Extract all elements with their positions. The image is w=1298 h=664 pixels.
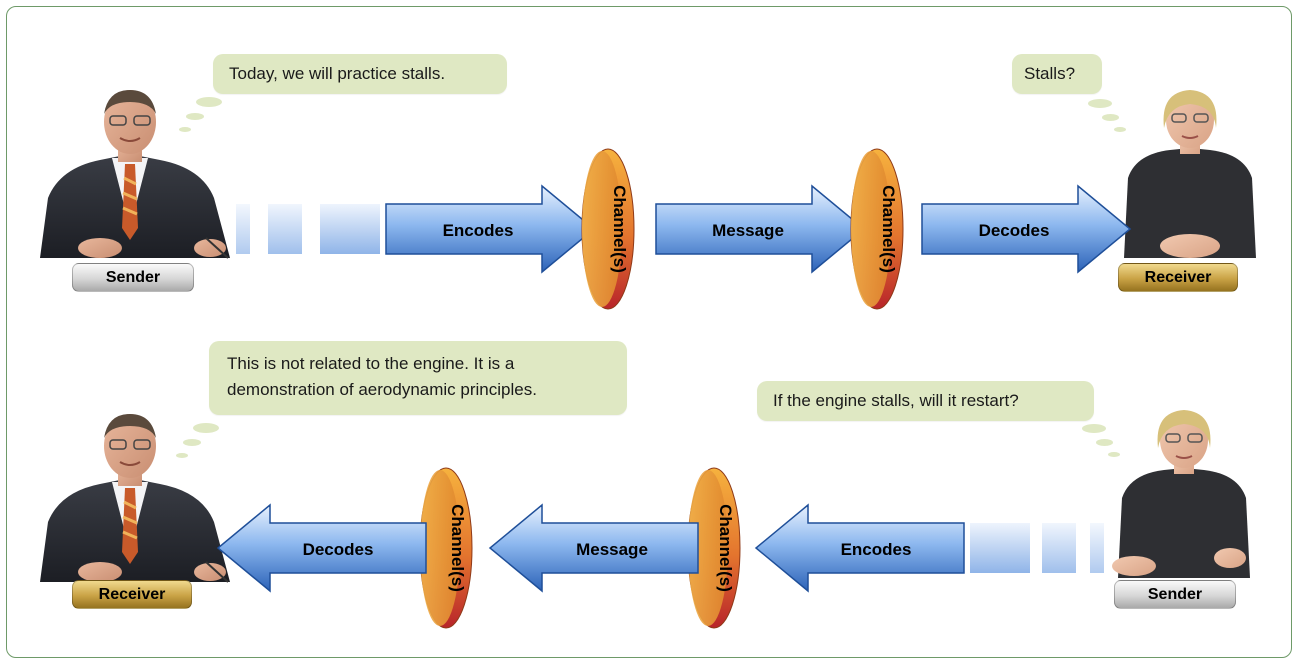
sender-speech-text-top: Today, we will practice stalls. bbox=[229, 64, 446, 83]
woman-illustration bbox=[1112, 410, 1250, 578]
man-illustration bbox=[40, 414, 230, 583]
message-arrow bbox=[488, 503, 699, 593]
thought-dot bbox=[196, 97, 222, 107]
sender-speech-text-bottom: If the engine stalls, will it restart? bbox=[773, 391, 1019, 410]
receiver-speech-bubble-bottom: This is not related to the engine. It is… bbox=[209, 341, 627, 415]
woman-illustration bbox=[1124, 90, 1256, 258]
receiver-label: Receiver bbox=[72, 580, 192, 609]
encodes-label: Encodes bbox=[443, 221, 514, 240]
thought-dot bbox=[1108, 452, 1120, 457]
thought-dot bbox=[193, 423, 219, 433]
signal-block bbox=[320, 204, 380, 254]
decodes-arrow bbox=[216, 503, 427, 593]
receiver-label: Receiver bbox=[1118, 263, 1238, 292]
signal-block bbox=[970, 523, 1030, 573]
thought-dot bbox=[183, 439, 201, 446]
decodes-label: Decodes bbox=[979, 221, 1050, 240]
channel-label: Channel(s) bbox=[879, 185, 898, 273]
thought-dot bbox=[1082, 424, 1106, 433]
message-label: Message bbox=[712, 221, 784, 240]
encodes-arrow bbox=[754, 503, 965, 593]
sender-speech-bubble-bottom: If the engine stalls, will it restart? bbox=[757, 381, 1094, 421]
channel-label: Channel(s) bbox=[448, 504, 467, 592]
channel-disc: Channel(s) bbox=[581, 148, 635, 310]
decodes-label: Decodes bbox=[303, 540, 374, 559]
thought-dot bbox=[176, 453, 188, 458]
decodes-arrow bbox=[921, 184, 1132, 274]
channel-disc: Channel(s) bbox=[850, 148, 904, 310]
signal-block bbox=[1042, 523, 1076, 573]
message-label: Message bbox=[576, 540, 648, 559]
sender-label: Sender bbox=[72, 263, 194, 292]
channel-disc: Channel(s) bbox=[687, 467, 741, 629]
thought-dot bbox=[1114, 127, 1126, 132]
receiver-speech-line2: demonstration of aerodynamic principles. bbox=[227, 380, 537, 399]
man-illustration bbox=[40, 90, 230, 259]
thought-dot bbox=[1102, 114, 1119, 121]
encodes-label: Encodes bbox=[841, 540, 912, 559]
signal-block bbox=[1090, 523, 1104, 573]
channel-label: Channel(s) bbox=[716, 504, 735, 592]
sender-label: Sender bbox=[1114, 580, 1236, 609]
thought-dot bbox=[179, 127, 191, 132]
signal-block bbox=[268, 204, 302, 254]
sender-speech-bubble-top: Today, we will practice stalls. bbox=[213, 54, 507, 94]
channel-label: Channel(s) bbox=[610, 185, 629, 273]
message-arrow bbox=[655, 184, 866, 274]
encodes-arrow bbox=[385, 184, 596, 274]
channel-disc: Channel(s) bbox=[419, 467, 473, 629]
receiver-speech-bubble-top: Stalls? bbox=[1012, 54, 1102, 94]
receiver-speech-line1: This is not related to the engine. It is… bbox=[227, 354, 515, 373]
thought-dot bbox=[186, 113, 204, 120]
thought-dot bbox=[1096, 439, 1113, 446]
receiver-speech-text-top: Stalls? bbox=[1024, 64, 1076, 83]
thought-dot bbox=[1088, 99, 1112, 108]
signal-block bbox=[236, 204, 250, 254]
